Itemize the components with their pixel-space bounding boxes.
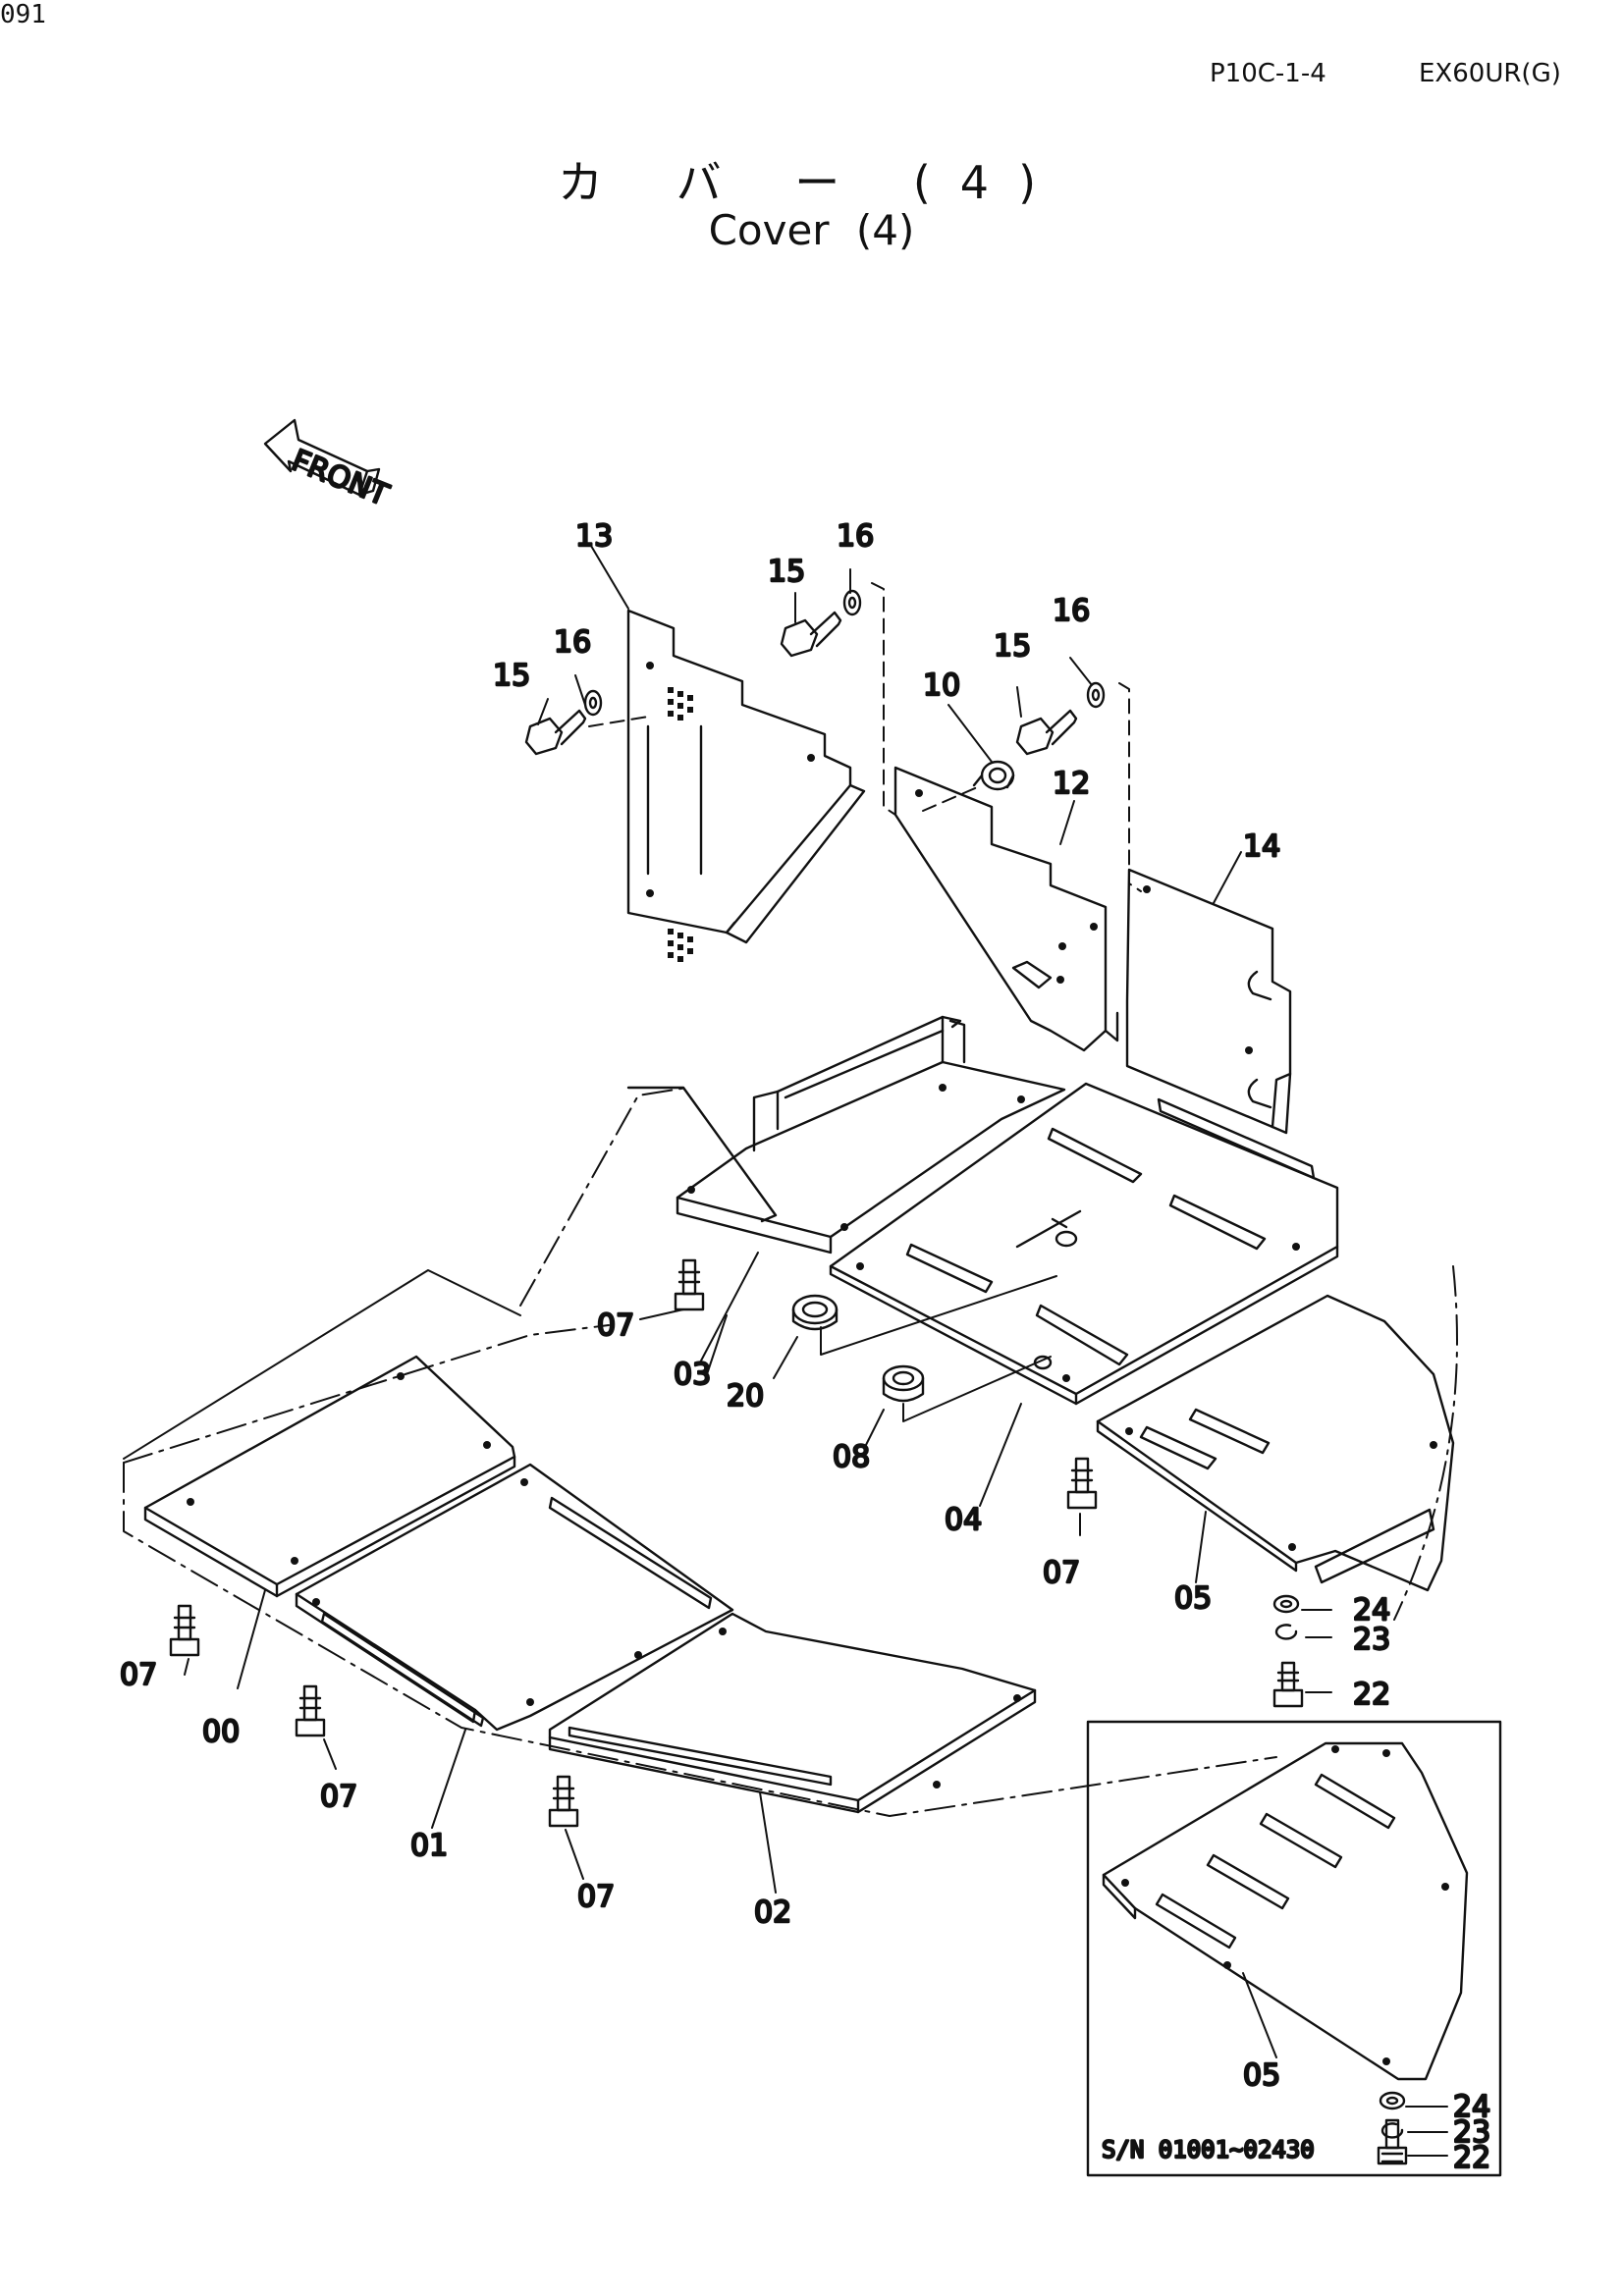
part-04-floor xyxy=(829,1082,1339,1406)
bolt-07-icon-c xyxy=(169,1604,200,1657)
part-13-panel xyxy=(626,609,866,962)
bolt-15-right-icon xyxy=(1015,709,1078,756)
part-01-plate xyxy=(295,1463,734,1732)
bolt-07-icon-b xyxy=(1066,1457,1098,1510)
callout-10: 10 xyxy=(923,668,960,703)
title-japanese: カ バ ー (4) xyxy=(557,156,1066,209)
callout-03: 03 xyxy=(674,1358,711,1392)
callout-00: 00 xyxy=(202,1715,240,1749)
callout-23-a: 23 xyxy=(1353,1623,1390,1657)
front-label: FRONT xyxy=(287,444,394,513)
title-english: Cover (4) xyxy=(708,206,915,254)
seal-20-icon xyxy=(791,1294,839,1331)
lock-washer-23-icon-a xyxy=(1274,1624,1298,1640)
callout-15-left: 15 xyxy=(493,659,530,693)
callout-01: 01 xyxy=(410,1829,448,1863)
callout-16-left: 16 xyxy=(554,625,591,660)
callout-07-c: 07 xyxy=(120,1658,157,1692)
washer-16-right-icon xyxy=(1086,681,1106,709)
page-code: P10C-1-4 xyxy=(1210,59,1326,88)
callout-12: 12 xyxy=(1053,767,1090,801)
callout-16-right: 16 xyxy=(1053,594,1090,628)
part-14-panel xyxy=(1125,868,1292,1135)
bolt-22-icon-a xyxy=(1272,1661,1304,1708)
callout-07-b: 07 xyxy=(1043,1556,1080,1590)
bolt-15-left-icon xyxy=(524,709,587,756)
callout-05-b: 05 xyxy=(1243,2058,1280,2093)
bolt-22-icon-b xyxy=(1377,2118,1408,2165)
callout-22-a: 22 xyxy=(1353,1678,1390,1712)
callout-16-center: 16 xyxy=(837,519,874,554)
callout-20: 20 xyxy=(727,1379,764,1414)
bolt-07-icon-d xyxy=(295,1684,326,1737)
callout-05-a: 05 xyxy=(1174,1581,1212,1616)
inset-box xyxy=(1086,1720,1502,2177)
washer-24-icon-a xyxy=(1272,1594,1300,1614)
bolt-07-icon-a xyxy=(674,1258,705,1311)
bolt-15-center-icon xyxy=(780,611,842,658)
part-05-plate-inset xyxy=(1102,1741,1469,2081)
washer-24-icon-b xyxy=(1379,2091,1406,2110)
seal-08-icon xyxy=(882,1364,925,1403)
callout-07-d: 07 xyxy=(320,1780,357,1814)
grommet-10-icon xyxy=(972,760,1015,791)
part-02-plate xyxy=(548,1612,1037,1814)
callout-04: 04 xyxy=(945,1503,982,1537)
callout-24-a: 24 xyxy=(1353,1593,1390,1628)
part-12-panel xyxy=(893,766,1119,1052)
serial-range: S/N 01001~02430 xyxy=(1102,2136,1315,2163)
callout-07-a: 07 xyxy=(597,1308,634,1343)
callout-14: 14 xyxy=(1243,829,1280,864)
washer-16-center-icon xyxy=(842,589,862,616)
part-05-plate xyxy=(1096,1294,1455,1592)
callout-22-b: 22 xyxy=(1453,2141,1490,2175)
washer-16-left-icon xyxy=(583,689,603,717)
callout-15-center: 15 xyxy=(768,555,805,589)
bolt-07-icon-e xyxy=(548,1775,579,1828)
front-arrow-icon: FRONT xyxy=(263,418,395,514)
callout-15-right: 15 xyxy=(994,629,1031,664)
part-03-pan xyxy=(626,1015,1066,1255)
part-00-plate xyxy=(143,1355,516,1598)
lock-washer-23-icon-b xyxy=(1380,2122,1404,2139)
model-name: EX60UR(G) xyxy=(1419,59,1561,88)
callout-13: 13 xyxy=(575,519,613,554)
callout-24-b: 24 xyxy=(1453,2090,1490,2124)
callout-07-e: 07 xyxy=(577,1880,615,1914)
callout-02: 02 xyxy=(754,1896,791,1930)
callout-23-b: 23 xyxy=(1453,2115,1490,2150)
page-number: 091 xyxy=(0,0,46,29)
callout-08: 08 xyxy=(833,1440,870,1474)
